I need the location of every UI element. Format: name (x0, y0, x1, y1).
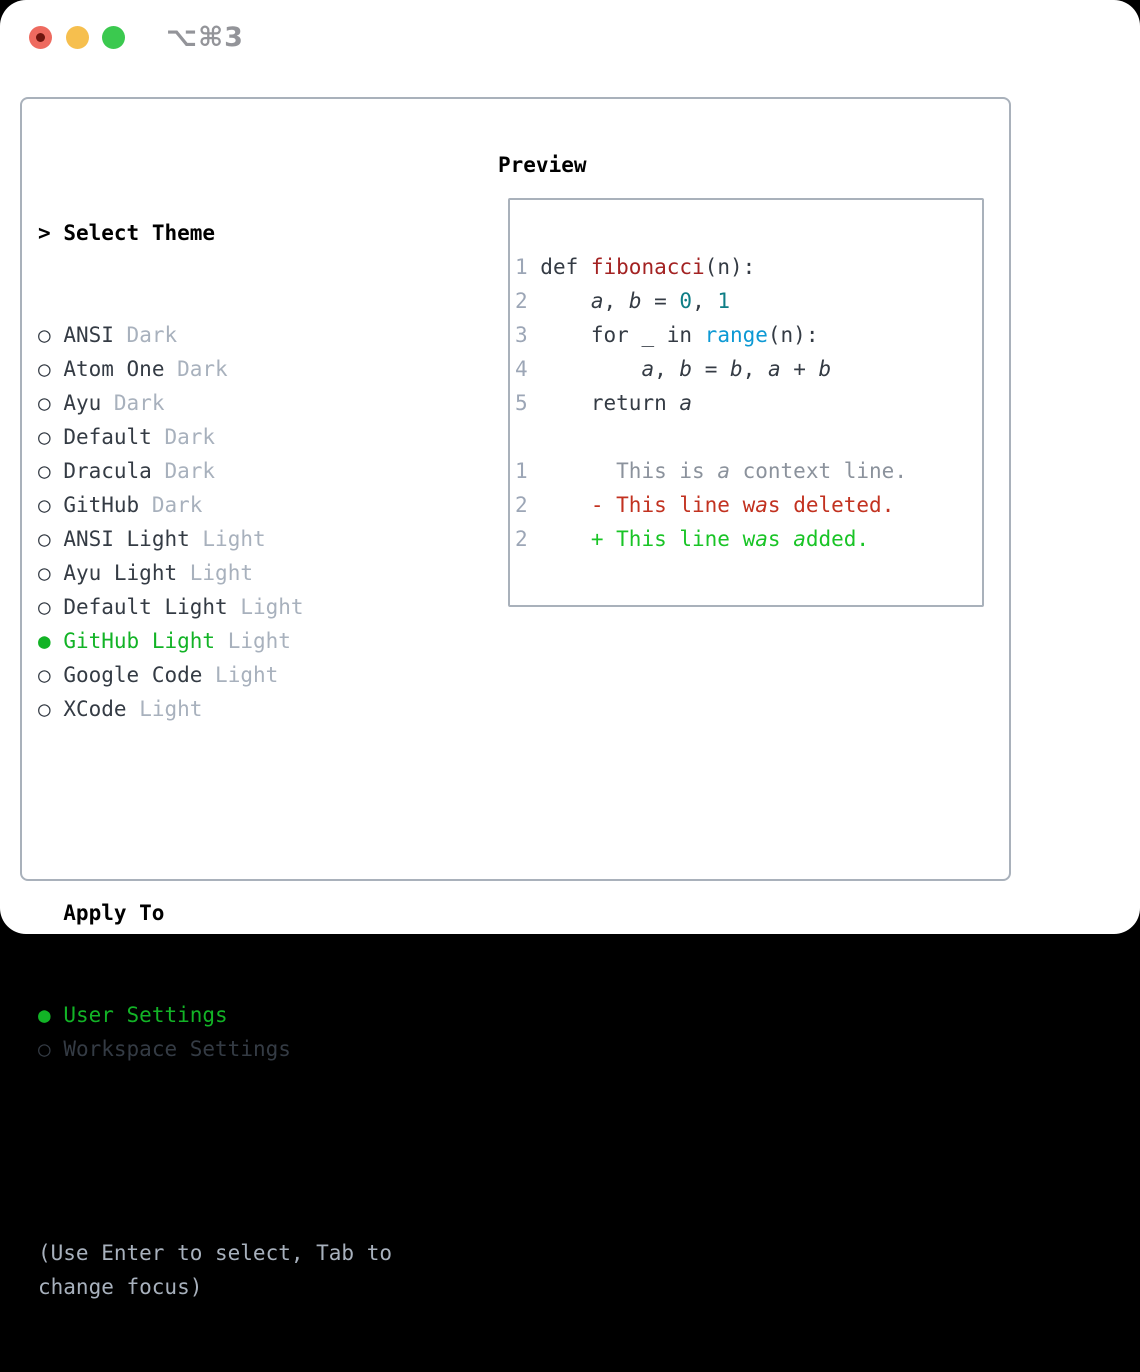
theme-picker-left-column: > Select Theme ○ ANSI Dark○ Atom One Dar… (38, 148, 392, 1372)
line-number: 2 (515, 527, 528, 551)
theme-option-name: XCode (63, 697, 127, 721)
theme-variant-tag: Dark (164, 459, 216, 483)
radio-unselected-icon: ○ (38, 391, 51, 415)
theme-option-name: Google Code (63, 663, 203, 687)
theme-option-name: Ayu (63, 391, 102, 415)
radio-unselected-icon: ○ (38, 561, 51, 585)
line-number: 3 (515, 323, 528, 347)
radio-selected-icon: ● (38, 629, 51, 653)
line-number: 1 (515, 459, 528, 483)
theme-option-name: ANSI (63, 323, 114, 347)
line-number: 5 (515, 391, 528, 415)
theme-option-google-code[interactable]: ○ Google Code Light (38, 658, 392, 692)
code-line: 5 return a (515, 391, 693, 415)
radio-unselected-icon: ○ (38, 697, 51, 721)
theme-option-name: GitHub Light (63, 629, 216, 653)
theme-variant-tag: Dark (164, 425, 216, 449)
unsaved-dot-icon (36, 33, 45, 42)
line-number: 2 (515, 289, 528, 313)
app-window: ⌥⌘3 > Select Theme ○ ANSI Dark○ Atom One… (0, 0, 1140, 1299)
preview-header: Preview (498, 153, 587, 177)
hint-line: change focus) (38, 1275, 203, 1299)
line-number: 1 (515, 255, 528, 279)
theme-variant-tag: Light (215, 663, 279, 687)
line-number: 4 (515, 357, 528, 381)
theme-list: ○ ANSI Dark○ Atom One Dark○ Ayu Dark○ De… (38, 318, 392, 726)
theme-variant-tag: Light (227, 629, 291, 653)
theme-option-name: ANSI Light (63, 527, 190, 551)
apply-option-user-settings[interactable]: ● User Settings (38, 998, 392, 1032)
zoom-button[interactable] (102, 26, 125, 49)
radio-unselected-icon: ○ (38, 527, 51, 551)
radio-unselected-icon: ○ (38, 323, 51, 347)
select-theme-header: > Select Theme (38, 216, 392, 250)
theme-variant-tag: Light (240, 595, 304, 619)
window-title: ⌥⌘3 (166, 22, 244, 53)
theme-option-default[interactable]: ○ Default Dark (38, 420, 392, 454)
theme-option-dracula[interactable]: ○ Dracula Dark (38, 454, 392, 488)
theme-option-atom-one[interactable]: ○ Atom One Dark (38, 352, 392, 386)
radio-unselected-icon: ○ (38, 663, 51, 687)
theme-picker-panel: > Select Theme ○ ANSI Dark○ Atom One Dar… (20, 97, 1011, 1299)
diff-deleted-line: 2 - This line was deleted. (515, 493, 895, 517)
radio-unselected-icon: ○ (38, 493, 51, 517)
theme-option-name: Default (63, 425, 152, 449)
theme-option-ansi[interactable]: ○ ANSI Dark (38, 318, 392, 352)
radio-unselected-icon: ○ (38, 1037, 51, 1061)
theme-variant-tag: Dark (177, 357, 228, 381)
radio-selected-icon: ● (38, 1003, 51, 1027)
code-line: 2 a, b = 0, 1 (515, 289, 731, 313)
apply-to-header: Apply To (38, 896, 392, 930)
radio-unselected-icon: ○ (38, 425, 51, 449)
code-line: 1 def fibonacci(n): (515, 255, 756, 279)
theme-option-xcode[interactable]: ○ XCode Light (38, 692, 392, 726)
blank-line (515, 420, 982, 454)
radio-unselected-icon: ○ (38, 459, 51, 483)
theme-option-name: Dracula (63, 459, 152, 483)
hint-text: (Use Enter to select, Tab to change focus… (38, 1236, 392, 1304)
code-line: 4 a, b = b, a + b (515, 357, 832, 381)
close-button[interactable] (29, 26, 52, 49)
theme-variant-tag: Light (189, 561, 253, 585)
theme-option-github-light[interactable]: ● GitHub Light Light (38, 624, 392, 658)
spacer-row (38, 794, 392, 828)
diff-added-line: 2 + This line was added. (515, 527, 870, 551)
theme-option-name: Ayu Light (63, 561, 178, 585)
preview-pane: 1 def fibonacci(n): 2 a, b = 0, 1 3 for _ … (508, 198, 984, 607)
theme-variant-tag: Dark (126, 323, 178, 347)
theme-option-name: Default Light (63, 595, 228, 619)
prompt-caret: > (38, 221, 51, 245)
theme-option-name: GitHub (63, 493, 140, 517)
apply-option-label: Workspace Settings (63, 1037, 291, 1061)
diff-context-line: 1 This is a context line. (515, 459, 907, 483)
radio-unselected-icon: ○ (38, 595, 51, 619)
spacer-row (38, 1134, 392, 1168)
apply-option-workspace-settings[interactable]: ○ Workspace Settings (38, 1032, 392, 1066)
theme-option-ayu[interactable]: ○ Ayu Dark (38, 386, 392, 420)
theme-variant-tag: Light (202, 527, 266, 551)
theme-variant-tag: Dark (113, 391, 165, 415)
window-titlebar: ⌥⌘3 (0, 0, 1140, 74)
apply-to-label: Apply To (63, 901, 165, 925)
theme-option-name: Atom One (63, 357, 165, 381)
select-theme-label: Select Theme (63, 221, 216, 245)
theme-variant-tag: Dark (151, 493, 203, 517)
hint-line: (Use Enter to select, Tab to (38, 1241, 393, 1265)
preview-code-block: 1 def fibonacci(n): 2 a, b = 0, 1 3 for _ … (515, 250, 982, 556)
code-line: 3 for _ in range(n): (515, 323, 819, 347)
line-number: 2 (515, 493, 528, 517)
theme-option-github[interactable]: ○ GitHub Dark (38, 488, 392, 522)
apply-to-list: ● User Settings○ Workspace Settings (38, 998, 392, 1066)
minimize-button[interactable] (66, 26, 89, 49)
theme-option-ansi-light[interactable]: ○ ANSI Light Light (38, 522, 392, 556)
apply-option-label: User Settings (63, 1003, 228, 1027)
radio-unselected-icon: ○ (38, 357, 51, 381)
theme-option-ayu-light[interactable]: ○ Ayu Light Light (38, 556, 392, 590)
theme-variant-tag: Light (139, 697, 203, 721)
theme-option-default-light[interactable]: ○ Default Light Light (38, 590, 392, 624)
